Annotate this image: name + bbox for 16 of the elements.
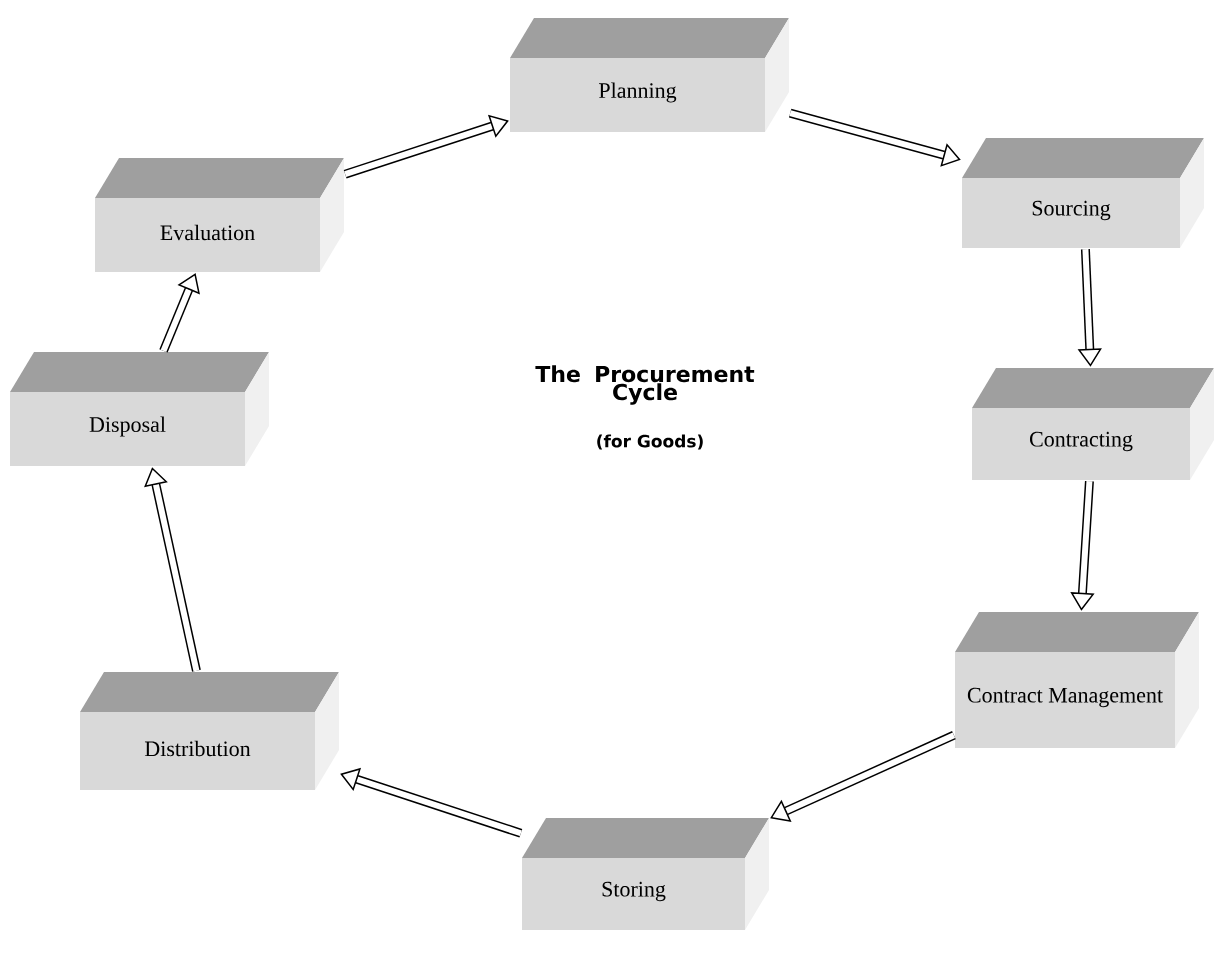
arrow bbox=[159, 273, 200, 353]
block: Disposal bbox=[10, 352, 269, 466]
subtitle: (for Goods) bbox=[597, 434, 703, 450]
arrow bbox=[343, 114, 509, 179]
arrow bbox=[1070, 480, 1095, 611]
title: The Procurement Cycle bbox=[535, 365, 755, 405]
block: Sourcing bbox=[962, 138, 1204, 248]
block: Storing bbox=[522, 818, 769, 930]
block: Distribution bbox=[80, 672, 339, 790]
block: Contracting bbox=[972, 368, 1214, 480]
block: Contract Management bbox=[955, 612, 1199, 748]
block: Planning bbox=[510, 18, 789, 132]
arrow bbox=[789, 108, 961, 167]
arrow bbox=[770, 731, 956, 822]
arrow bbox=[144, 467, 201, 672]
block: Evaluation bbox=[95, 158, 344, 272]
